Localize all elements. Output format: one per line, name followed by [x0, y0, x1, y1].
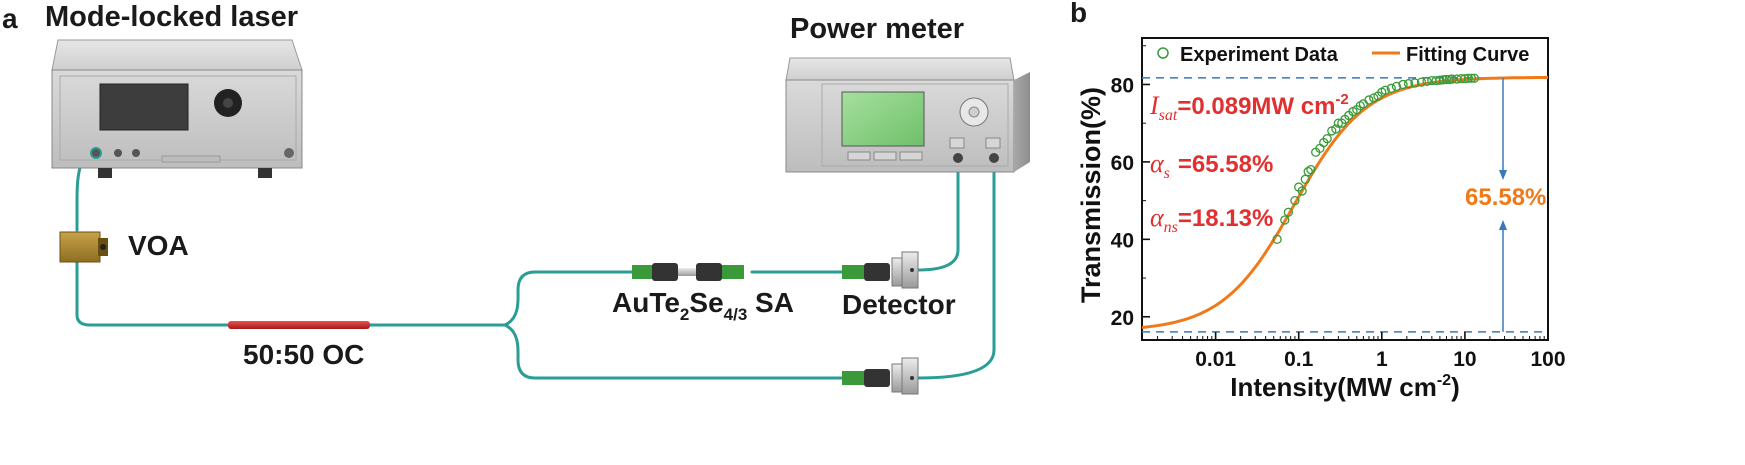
data-point [1303, 166, 1313, 177]
depth-arrowhead-down [1499, 170, 1507, 180]
data-point [1398, 79, 1408, 90]
optical-fibers [75, 151, 996, 380]
x-tick-label: 10 [1453, 348, 1476, 371]
panel-a-tag: a [2, 3, 18, 34]
y-tick-label: 20 [1111, 307, 1134, 330]
data-point [1300, 174, 1310, 184]
y-tick-label: 80 [1111, 74, 1134, 97]
data-point [1435, 75, 1445, 85]
fiber-detector-to-meter-2 [916, 158, 996, 380]
power-meter-device [785, 57, 1030, 173]
x-axis-label: Intensity(MW cm-2) [1230, 372, 1459, 402]
data-point [1410, 78, 1420, 88]
y-axis-label: Transmission(%) [1076, 87, 1106, 303]
annotation-alpha-ns: αns=18.13% [1150, 203, 1273, 236]
detector-2 [842, 357, 919, 395]
data-point [1333, 118, 1344, 128]
data-point [1297, 186, 1307, 196]
data-point [1403, 79, 1414, 89]
power-meter-screen [841, 91, 925, 147]
optical-coupler [228, 321, 370, 329]
panel-b-tag: b [1070, 0, 1087, 28]
power-meter-port-2-icon [989, 153, 999, 163]
sa-connector-assembly [632, 263, 744, 281]
data-point [1416, 77, 1427, 87]
voa-label: VOA [128, 230, 189, 261]
data-point [1431, 75, 1441, 86]
data-point [1290, 195, 1300, 206]
y-tick-label: 60 [1111, 152, 1134, 175]
laser-display [99, 83, 189, 131]
detector-label: Detector [842, 289, 956, 320]
x-tick-label: 100 [1530, 348, 1565, 371]
data-point [1438, 75, 1448, 85]
data-point [1422, 76, 1432, 87]
depth-arrowhead-up [1499, 220, 1507, 230]
laser-label: Mode-locked laser [45, 1, 298, 33]
x-tick-label: 0.01 [1195, 348, 1236, 371]
panel-a: a Mode-locked laser Power meter VOA 50:5… [2, 1, 1030, 395]
data-point [1280, 215, 1290, 225]
data-point [1272, 234, 1282, 244]
x-tick-label: 1 [1376, 348, 1388, 371]
legend-label-data: Experiment Data [1180, 44, 1339, 66]
data-point [1364, 95, 1374, 105]
data-point [1463, 73, 1473, 83]
data-point [1380, 85, 1390, 95]
power-meter-port-1-icon [953, 153, 963, 163]
fiber-detector-to-meter-1 [916, 158, 960, 272]
data-point [1447, 74, 1457, 84]
fitting-curve-line [1141, 75, 1549, 329]
fiber-upper-branch [503, 270, 634, 327]
legend-marker-data [1157, 47, 1169, 59]
data-point [1460, 74, 1470, 84]
laser-device [51, 39, 303, 178]
plot-frame [1141, 37, 1549, 341]
y-tick-label: 40 [1111, 229, 1134, 252]
data-point [1456, 74, 1466, 84]
fiber-lower-branch [503, 323, 874, 380]
data-point [1306, 164, 1316, 175]
data-point [1391, 81, 1402, 92]
data-point [1386, 83, 1396, 93]
x-tick-label: 0.1 [1284, 348, 1314, 371]
data-point [1466, 73, 1477, 83]
data-point [1322, 134, 1332, 144]
detector-1 [842, 251, 919, 289]
annotation-alpha-s: αs=65.58% [1150, 149, 1273, 182]
sa-label: AuTe2Se4/3 SA [612, 287, 794, 324]
legend-label-fit: Fitting Curve [1406, 44, 1529, 66]
data-point [1283, 207, 1293, 217]
coupler-label: 50:50 OC [243, 339, 364, 370]
power-meter-label: Power meter [790, 13, 964, 45]
fiber-voa-to-coupler [75, 260, 230, 327]
laser-port-icon [90, 147, 102, 159]
voa-device [59, 231, 108, 263]
data-point [1441, 74, 1452, 85]
depth-label: 65.58% [1465, 184, 1546, 211]
annotation-isat: Isat=0.089MW cm-2 [1149, 91, 1349, 124]
data-point [1369, 93, 1379, 103]
data-point [1331, 124, 1341, 134]
data-point [1469, 73, 1480, 83]
